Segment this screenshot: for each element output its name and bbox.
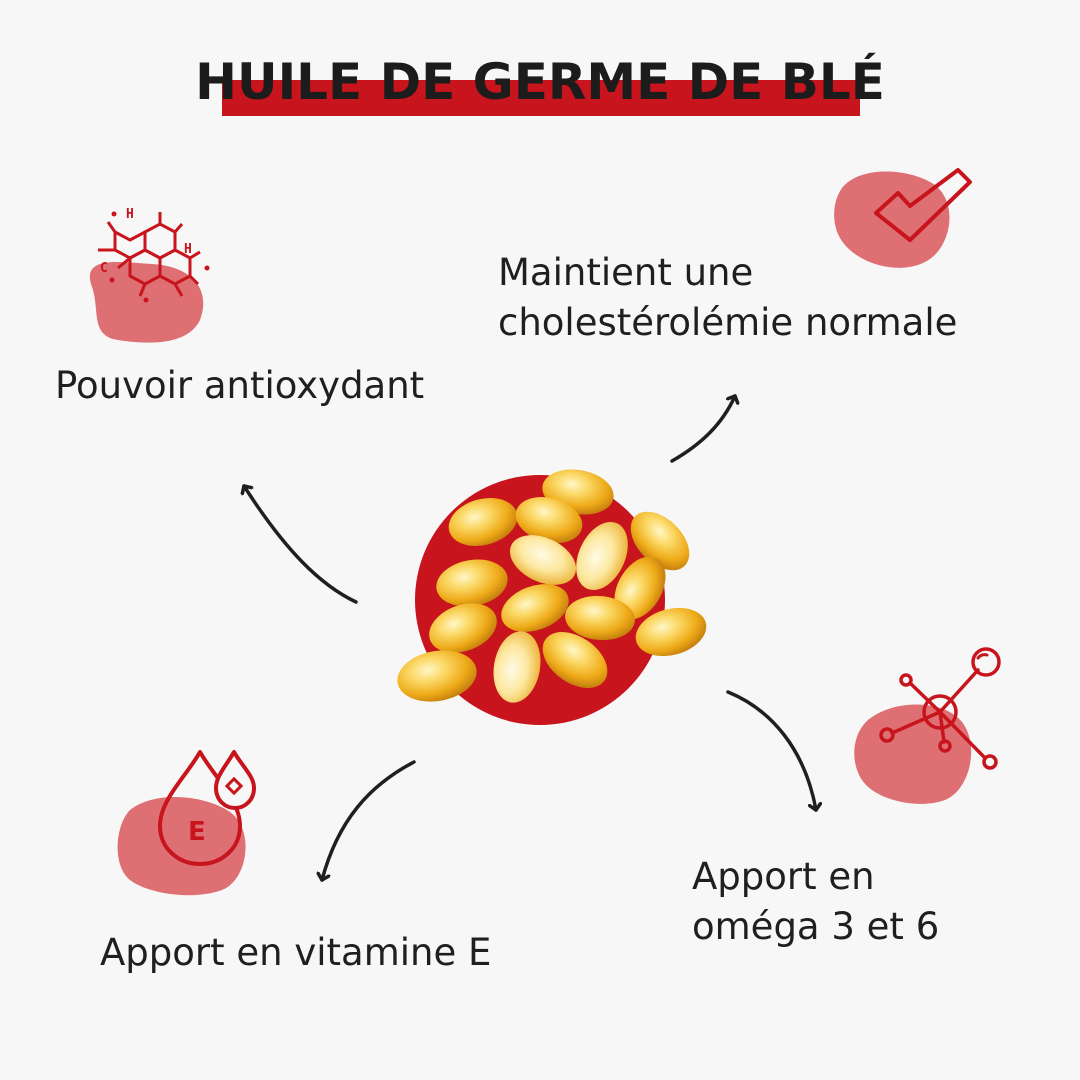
capsule: [501, 584, 569, 632]
vitamin-e-drop-icon: E: [117, 750, 256, 896]
atom-dot: [109, 277, 115, 283]
capsule: [565, 595, 635, 641]
omega-label-line1: Apport en: [692, 855, 875, 898]
page-title: HUILE DE GERME DE BLÉ: [195, 53, 885, 111]
capsule: [630, 511, 690, 571]
capsule: [515, 496, 583, 544]
atom-dot: [111, 211, 117, 217]
capsule: [397, 650, 477, 702]
atom-dot: [204, 265, 210, 271]
atom-dot: [143, 297, 149, 303]
antioxidant-label: Pouvoir antioxydant: [55, 364, 425, 407]
vitamin-e-label: Apport en vitamine E: [100, 931, 492, 974]
molecule-letter-c: C: [100, 261, 108, 276]
vitamin-e-letter: E: [188, 817, 206, 847]
arrow-to-antioxidant: [244, 484, 358, 604]
arrow-to-vitamin-e: [322, 760, 416, 882]
molecule-icon: H H C: [89, 207, 210, 343]
capsule: [448, 498, 518, 546]
capsule: [509, 535, 577, 585]
molecule-letter-h: H: [184, 242, 192, 257]
capsule: [635, 607, 707, 657]
capsule: [576, 521, 628, 591]
capsule: [436, 559, 508, 607]
pink-blob: [117, 797, 246, 896]
cholesterol-label-line2: cholestérolémie normale: [498, 301, 958, 344]
checkmark-icon: [834, 168, 972, 268]
arrow-to-omega: [726, 690, 816, 812]
capsule: [493, 631, 541, 703]
title-underline-band: [222, 80, 860, 116]
capsules-cluster: [397, 469, 707, 703]
omega-label-line2: oméga 3 et 6: [692, 905, 940, 948]
cholesterol-label-line1: Maintient une: [498, 251, 754, 294]
capsule: [429, 603, 497, 653]
capsule: [542, 632, 608, 688]
capsule: [614, 556, 666, 620]
molecule-letter-h: H: [126, 207, 134, 222]
network-nodes-icon: [854, 647, 1001, 804]
arrow-to-cholesterol: [670, 394, 735, 463]
